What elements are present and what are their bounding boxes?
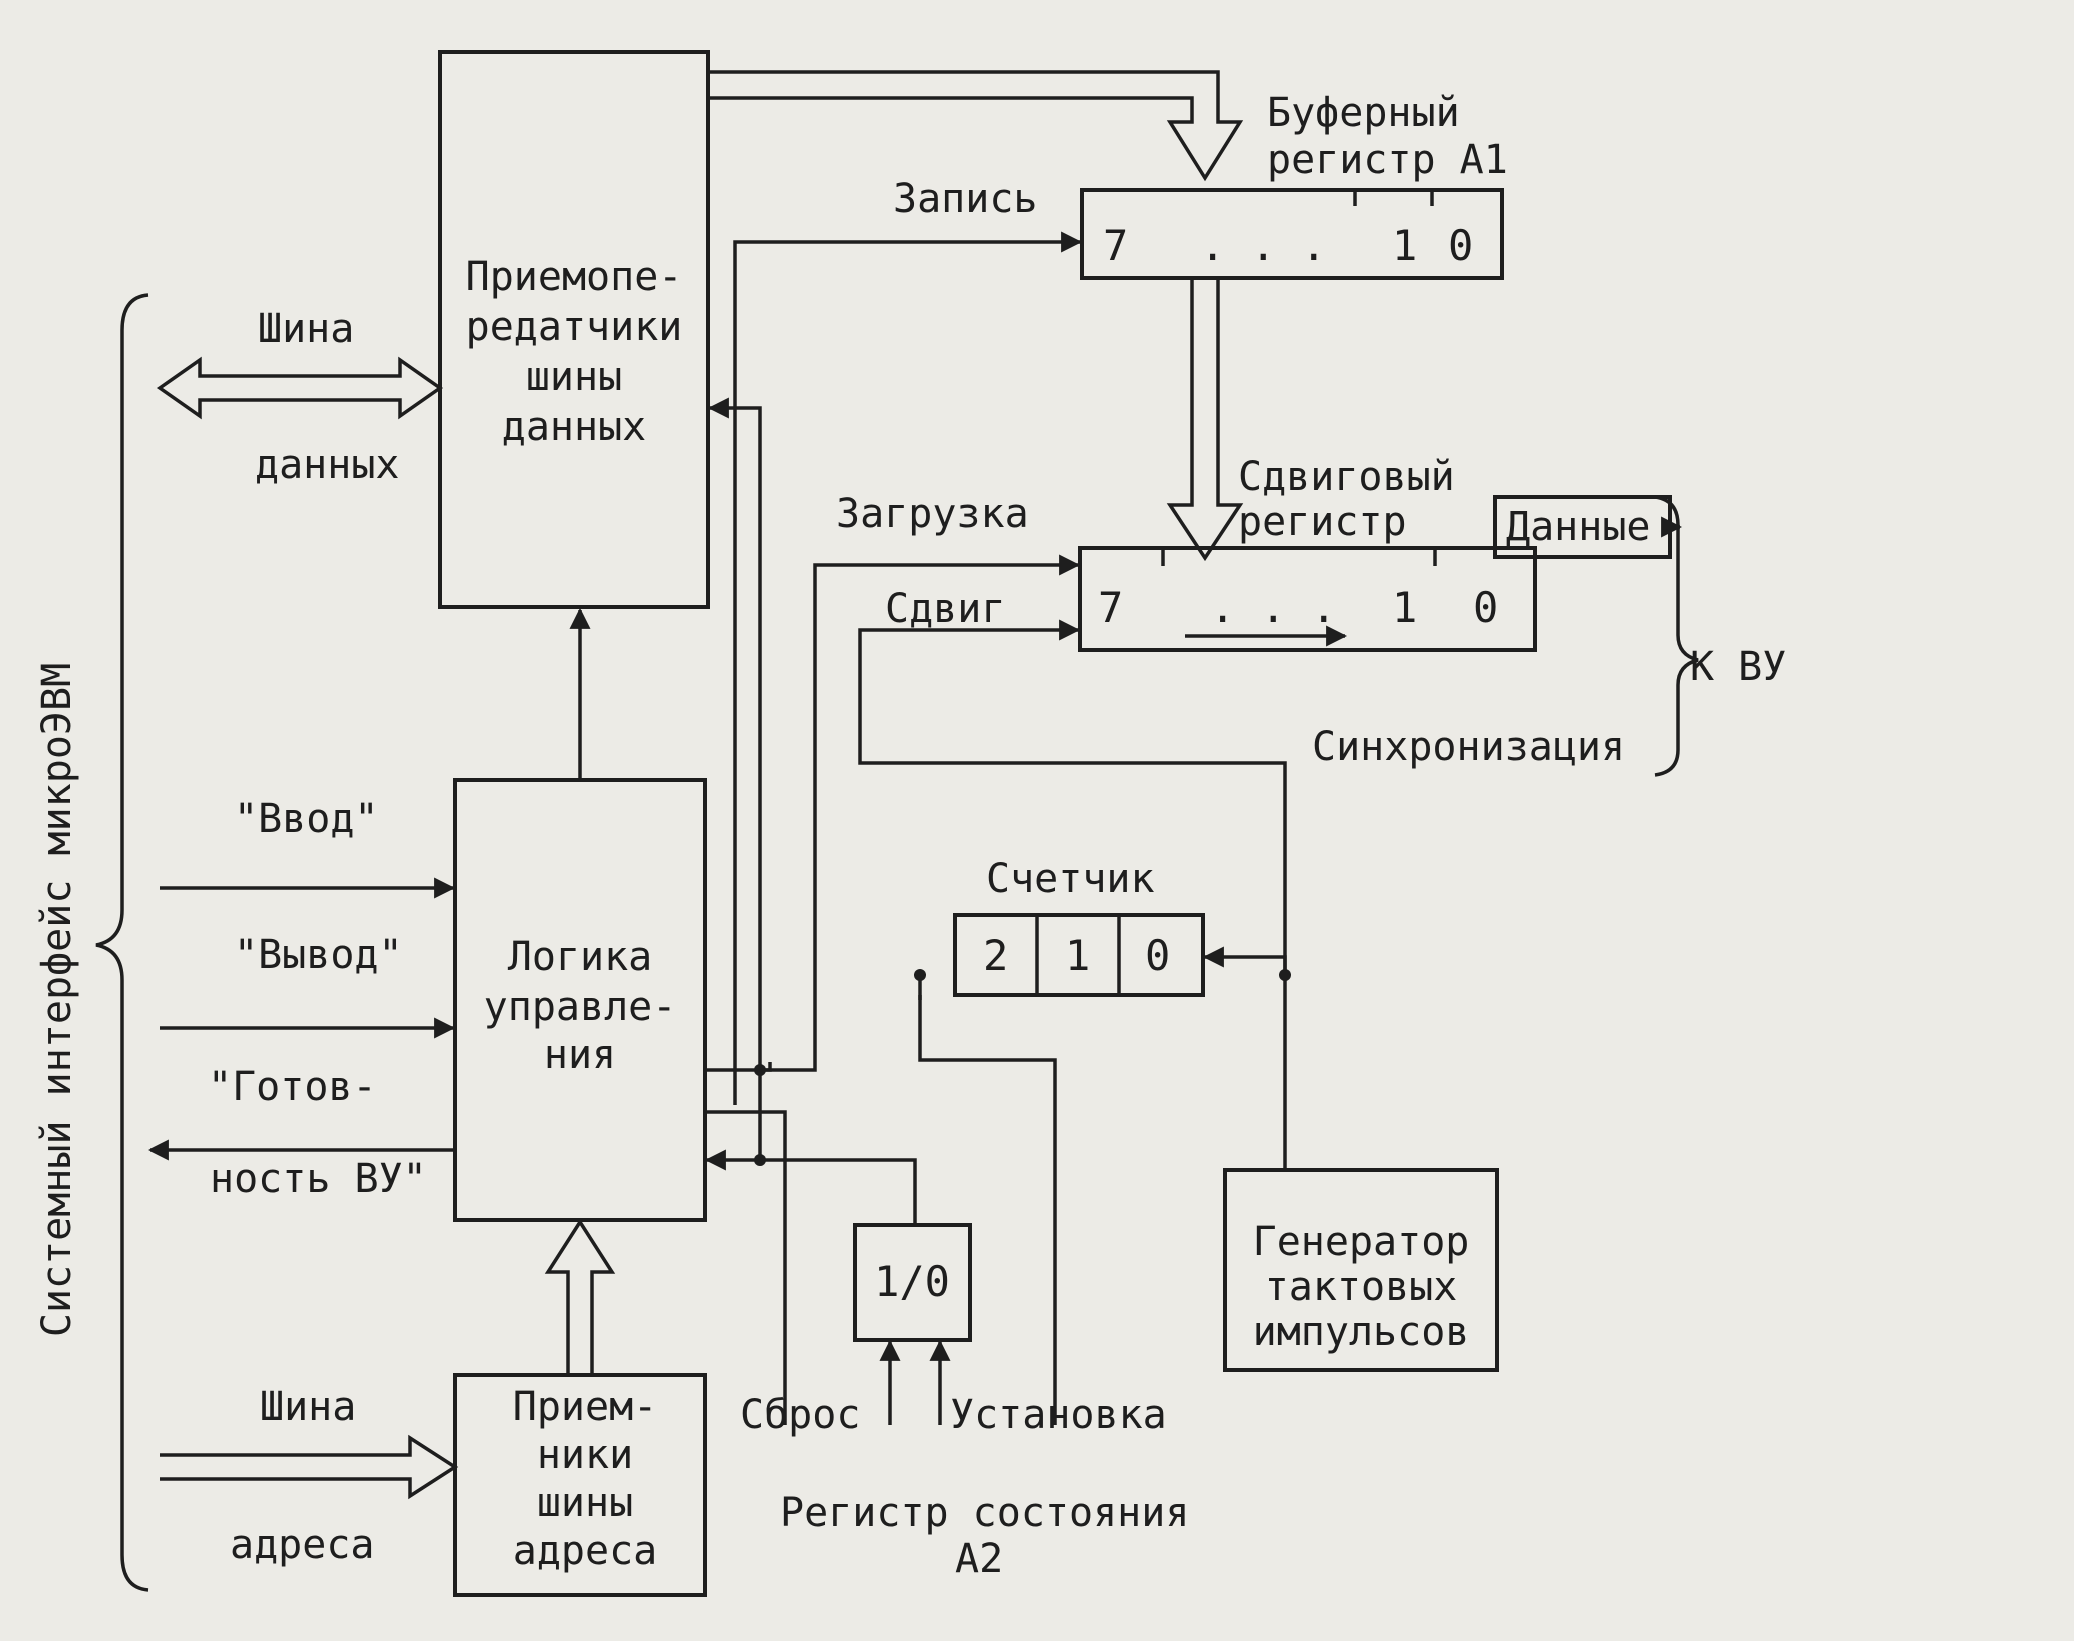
- signal-input-label: "Ввод": [234, 796, 379, 842]
- status-register-title-2: А2: [955, 1536, 1003, 1582]
- load-signal-label: Загрузка: [836, 491, 1029, 537]
- write-signal-label: Запись: [893, 176, 1038, 222]
- receivers-label-3: шины: [537, 1480, 633, 1526]
- logic-label-3: ния: [544, 1032, 616, 1078]
- counter-bit1: 1: [1065, 931, 1090, 980]
- reset-label: Сброс: [740, 1392, 860, 1438]
- write-signal-line: [733, 231, 1083, 1105]
- data-bus-label-1: Шина: [258, 306, 354, 352]
- shift-register-title-1: Сдвиговый: [1238, 454, 1455, 500]
- shift-register-bit0: 0: [1473, 583, 1498, 632]
- system-interface-brace: [95, 293, 149, 1592]
- buffer-register-bit1: 1: [1392, 221, 1417, 270]
- transceivers-label-3: шины: [526, 354, 622, 400]
- logic-label-2: управле-: [484, 984, 677, 1030]
- transceivers-to-buffer-bus: [708, 70, 1244, 182]
- buffer-to-shift-bus: [1166, 278, 1244, 562]
- generator-label-3: импульсов: [1253, 1309, 1470, 1355]
- signal-output-label: "Вывод": [234, 932, 403, 978]
- logic-label-1: Логика: [508, 934, 653, 980]
- address-receivers-block: [453, 1373, 707, 1597]
- address-bus-arrow: [160, 1434, 459, 1500]
- data-bus-arrow: [156, 356, 444, 420]
- buffer-register-title-1: Буферный: [1267, 90, 1460, 136]
- counter-reset-line: [918, 995, 1057, 1425]
- shift-register-bit7: 7: [1098, 583, 1123, 632]
- counter-bit0: 0: [1145, 931, 1170, 980]
- reset-line-left: [705, 1110, 787, 1425]
- buffer-register-bit0: 0: [1448, 221, 1473, 270]
- receivers-label-1: Прием-: [513, 1384, 658, 1430]
- generator-to-counter-arrow: [1202, 946, 1287, 1170]
- counter-title: Счетчик: [986, 856, 1155, 902]
- buffer-register-dots: . . .: [1200, 221, 1326, 270]
- generator-junction: [1279, 969, 1291, 981]
- status-register-bit-box: [853, 1223, 972, 1342]
- logic-to-load-line: [760, 960, 817, 1072]
- to-device-brace: [1654, 495, 1699, 777]
- counter-bit2: 2: [983, 931, 1008, 980]
- shift-register-dots: . . .: [1210, 583, 1336, 632]
- receivers-label-4: адреса: [513, 1528, 658, 1574]
- buffer-register-title-2: регистр А1: [1267, 137, 1508, 183]
- transceivers-label-2: редатчики: [466, 304, 683, 350]
- sync-label: Синхронизация: [1312, 724, 1625, 770]
- status-register-title-1: Регистр состояния: [780, 1490, 1189, 1536]
- status-register-bit-label: 1/0: [874, 1257, 950, 1306]
- signal-ready-label-1: "Готов-: [208, 1064, 377, 1110]
- data-bus-label-2: данных: [255, 442, 400, 488]
- shift-register-bit1: 1: [1392, 583, 1417, 632]
- buffer-register-bit7: 7: [1103, 221, 1128, 270]
- load-signal-line: [813, 554, 1081, 960]
- shift-register-title-2: регистр: [1238, 499, 1407, 545]
- set-label: Установка: [950, 1392, 1167, 1438]
- transceivers-label-1: Приемопе-: [466, 254, 683, 300]
- receivers-to-logic-bus: [544, 1218, 616, 1375]
- address-bus-label-1: Шина: [260, 1384, 356, 1430]
- transceivers-label-4: данных: [502, 404, 647, 450]
- shift-signal-label: Сдвиг: [885, 586, 1005, 632]
- address-bus-label-2: адреса: [230, 1522, 375, 1568]
- shift-register: [1078, 546, 1537, 652]
- shift-signal-line: [858, 619, 1287, 975]
- status-to-logic-arrow: [704, 1149, 917, 1225]
- system-interface-label: Системный интерфейс микроЭВМ: [34, 663, 80, 1337]
- signal-ready-label-2: ность ВУ": [210, 1156, 427, 1202]
- data-output-label: Данные: [1506, 504, 1651, 550]
- logic-to-transceivers-control: [707, 397, 762, 1155]
- generator-label-2: тактовых: [1265, 1264, 1458, 1310]
- to-device-label: К ВУ: [1690, 644, 1786, 690]
- clock-generator-block: [1223, 1168, 1499, 1372]
- data-bus-transceivers-block: [438, 50, 710, 609]
- generator-label-1: Генератор: [1253, 1219, 1470, 1265]
- junction-status: [754, 1154, 766, 1166]
- receivers-label-2: ники: [537, 1432, 633, 1478]
